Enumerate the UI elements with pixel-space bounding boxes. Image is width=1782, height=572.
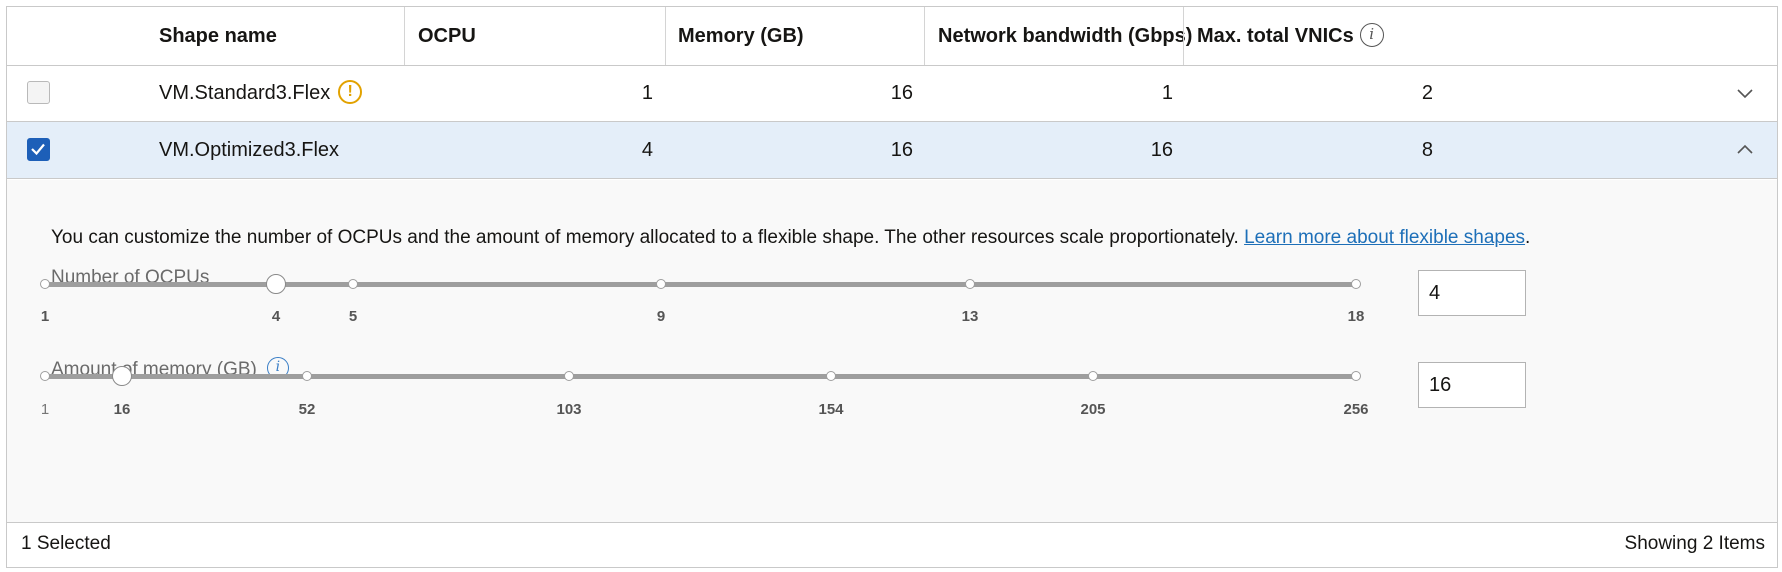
ocpu-cell: 1: [641, 82, 653, 104]
flexible-shape-description: You can customize the number of OCPUs an…: [51, 227, 1531, 248]
column-divider: [404, 7, 405, 65]
chevron-up-icon[interactable]: [1735, 140, 1755, 160]
ocpu-slider-tick: [1351, 279, 1361, 289]
column-header-ocpu[interactable]: OCPU: [418, 25, 476, 47]
shape-table: Shape name OCPU Memory (GB) Network band…: [6, 6, 1778, 568]
ocpu-slider-tick-label: 18: [1347, 308, 1365, 325]
memory-slider-tick: [40, 371, 50, 381]
memory-slider-tick: [1351, 371, 1361, 381]
column-header-network-bandwidth[interactable]: Network bandwidth (Gbps): [938, 25, 1193, 47]
memory-slider-tick-label: 103: [556, 401, 582, 418]
row-checkbox[interactable]: [27, 81, 50, 104]
memory-slider-track[interactable]: [45, 374, 1356, 379]
ocpu-slider-tick: [656, 279, 666, 289]
vnics-cell: 2: [1421, 82, 1433, 104]
bandwidth-cell: 16: [1150, 139, 1173, 161]
memory-slider-tick-label: 154: [818, 401, 844, 418]
shape-name-cell: VM.Standard3.Flex!: [159, 65, 363, 121]
flexible-shape-config-panel: You can customize the number of OCPUs an…: [7, 180, 1777, 523]
ocpu-slider-tick-label: 4: [271, 308, 281, 325]
learn-more-link[interactable]: Learn more about flexible shapes: [1244, 227, 1526, 248]
memory-slider-tick-label: 16: [113, 401, 131, 418]
column-divider: [1183, 7, 1184, 65]
ocpu-slider-tick: [40, 279, 50, 289]
ocpu-slider-tick-label: 9: [656, 308, 666, 325]
row-checkbox-checked[interactable]: [27, 138, 50, 161]
info-icon[interactable]: i: [1359, 22, 1384, 47]
column-divider: [665, 7, 666, 65]
ocpu-slider-track[interactable]: [45, 282, 1356, 287]
bandwidth-cell: 1: [1161, 82, 1173, 104]
ocpu-cell: 4: [641, 139, 653, 161]
memory-slider-tick: [564, 371, 574, 381]
memory-slider-tick: [1088, 371, 1098, 381]
table-row-selected[interactable]: VM.Optimized3.Flex 4 16 16 8: [7, 122, 1777, 179]
ocpu-slider-tick: [965, 279, 975, 289]
column-divider: [924, 7, 925, 65]
memory-slider-tick-label: 205: [1080, 401, 1106, 418]
warning-icon[interactable]: !: [338, 79, 363, 104]
table-footer: 1 Selected Showing 2 Items: [7, 523, 1777, 568]
vnics-cell: 8: [1421, 139, 1433, 161]
ocpu-slider-tick-label: 13: [961, 308, 979, 325]
ocpu-input[interactable]: 4: [1418, 270, 1526, 316]
memory-input[interactable]: 16: [1418, 362, 1526, 408]
chevron-down-icon[interactable]: [1735, 83, 1755, 103]
shape-name-cell: VM.Optimized3.Flex: [159, 139, 340, 161]
column-header-memory[interactable]: Memory (GB): [678, 25, 804, 47]
memory-slider-tick: [826, 371, 836, 381]
memory-slider-tick-label: 52: [298, 401, 316, 418]
ocpu-slider-tick-label: 5: [348, 308, 358, 325]
memory-slider-thumb[interactable]: [112, 366, 132, 386]
item-count: Showing 2 Items: [1624, 533, 1765, 554]
memory-slider-tick-label: 1: [40, 401, 50, 418]
checkmark-icon: [31, 143, 45, 156]
memory-slider-tick-label: 256: [1343, 401, 1369, 418]
column-header-shape-name[interactable]: Shape name: [159, 25, 277, 47]
memory-cell: 16: [890, 139, 913, 161]
ocpu-slider-thumb[interactable]: [266, 274, 286, 294]
ocpu-slider-tick: [348, 279, 358, 289]
table-header: Shape name OCPU Memory (GB) Network band…: [7, 7, 1777, 66]
ocpu-slider-tick-label: 1: [40, 308, 50, 325]
memory-slider-tick: [302, 371, 312, 381]
selected-count: 1 Selected: [21, 533, 111, 554]
memory-cell: 16: [890, 82, 913, 104]
table-row[interactable]: VM.Standard3.Flex! 1 16 1 2: [7, 65, 1777, 122]
